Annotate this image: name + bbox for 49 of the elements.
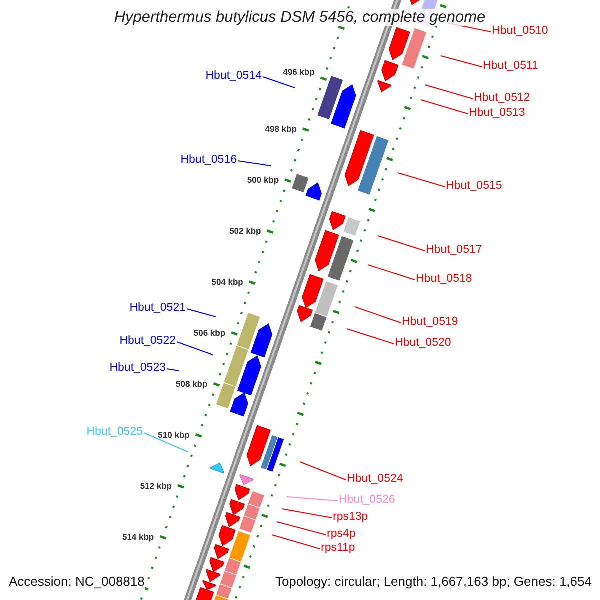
gene-label: rps4p xyxy=(327,527,356,541)
scale-label: 502 kbp xyxy=(230,226,262,236)
gene-label: Hbut_0510 xyxy=(492,24,548,38)
leader-line xyxy=(378,236,426,252)
gene-label: Hbut_0526 xyxy=(339,493,396,507)
leader-line xyxy=(398,172,446,188)
leader-line xyxy=(346,328,394,344)
scale-label: 498 kbp xyxy=(265,124,297,134)
leader-line xyxy=(282,508,332,518)
gene-label: Hbut_0514 xyxy=(206,69,262,83)
gene-label: Hbut_0511 xyxy=(483,59,538,73)
scale-label: 514 kbp xyxy=(122,532,154,542)
scale-label: 504 kbp xyxy=(212,276,244,287)
leader-line xyxy=(424,84,474,100)
gene-label: Hbut_0512 xyxy=(474,91,530,105)
scale-label: 510 kbp xyxy=(158,430,190,440)
scale-label: 508 kbp xyxy=(176,378,208,389)
gene-label: rps13p xyxy=(333,510,368,524)
gene-label: Hbut_0521 xyxy=(130,301,186,315)
gene-label: Hbut_0518 xyxy=(416,272,472,286)
gene-label: Hbut_0517 xyxy=(426,243,482,257)
gene-label: Hbut_0520 xyxy=(395,336,452,350)
leader-line xyxy=(440,56,482,68)
gene-label: Hbut_0519 xyxy=(402,315,458,329)
scale-label: 496 kbp xyxy=(283,66,315,77)
gene-label: Hbut_0515 xyxy=(446,179,502,193)
leader-line xyxy=(262,76,296,88)
gene-label: rps11p xyxy=(321,541,356,555)
gene-label: Hbut_0522 xyxy=(120,334,176,348)
gene-label: Hbut_0516 xyxy=(180,153,237,167)
leader-line xyxy=(166,368,180,372)
leader-line xyxy=(176,342,214,356)
scale-label: 512 kbp xyxy=(140,480,172,491)
gene-label: Hbut_0523 xyxy=(110,361,166,375)
leader-line xyxy=(272,534,320,550)
leader-line xyxy=(420,100,468,114)
leader-line xyxy=(300,462,346,480)
leader-line xyxy=(354,306,402,324)
leader-line xyxy=(186,308,216,318)
leader-line xyxy=(238,160,272,166)
leader-line xyxy=(276,522,326,536)
scale-label: 500 kbp xyxy=(247,174,280,185)
leader-line xyxy=(286,496,338,502)
leader-line xyxy=(144,432,188,452)
gene-label: Hbut_0525 xyxy=(86,425,143,439)
gene-label: Hbut_0524 xyxy=(347,472,404,486)
scale-label: 506 kbp xyxy=(194,328,226,338)
gene-label: Hbut_0513 xyxy=(469,106,526,120)
leader-line xyxy=(368,264,416,280)
